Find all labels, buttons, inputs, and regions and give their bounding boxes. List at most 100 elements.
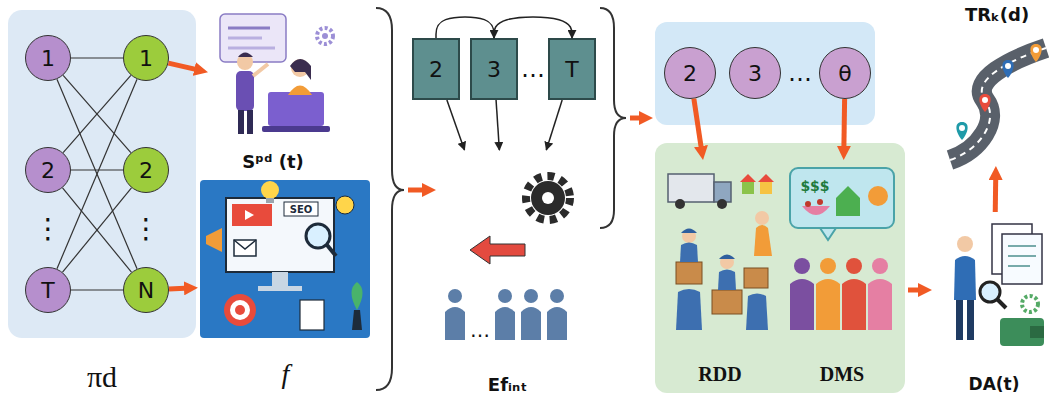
meeting-illustration	[228, 37, 262, 40]
analysis-illustration	[1022, 296, 1038, 312]
node-label: θ	[838, 61, 851, 86]
meeting-illustration	[228, 47, 275, 50]
analysis-node: DA(t)	[935, 212, 1053, 394]
computer-illustration	[224, 294, 256, 326]
meeting-illustration	[247, 110, 253, 134]
ellipsis: …	[521, 55, 545, 83]
delivery-illustration	[680, 243, 698, 263]
node-label: 2	[41, 158, 55, 183]
node-label: 2	[683, 61, 697, 86]
efficiency-illustration	[521, 307, 541, 340]
decision-illustration	[842, 279, 866, 330]
efficiency-illustration	[526, 176, 570, 220]
computer-illustration	[200, 180, 370, 338]
analysis-illustration	[967, 300, 974, 340]
computer-illustration	[235, 305, 245, 315]
computer-illustration	[234, 240, 256, 256]
computer-illustration	[226, 198, 334, 272]
money-sign: $$$	[800, 178, 829, 194]
node-label: TRₖ(d)	[965, 4, 1029, 25]
delivery-illustration	[740, 174, 756, 182]
node-label: 3	[487, 57, 501, 82]
delivery-illustration	[668, 174, 714, 202]
meeting-illustration	[238, 110, 244, 134]
route-illustration	[1033, 47, 1039, 53]
efficiency-illustration	[448, 289, 462, 303]
brace	[376, 8, 404, 390]
route-illustration	[1030, 44, 1041, 62]
computer-illustration	[336, 196, 354, 214]
efficiency-illustration	[445, 307, 465, 340]
computer-illustration	[258, 286, 302, 291]
node-label: πd	[87, 360, 117, 394]
output-neuron: 1	[123, 35, 169, 81]
efficiency-node: Efᵢₙₜ	[440, 150, 575, 395]
node-label: N	[138, 278, 154, 303]
computer-illustration	[284, 202, 318, 216]
node-label: 2	[139, 158, 153, 183]
step-box: 3	[470, 38, 518, 100]
step-box: T	[548, 38, 596, 100]
node-label: Efᵢₙₜ	[488, 374, 527, 395]
route-illustration	[1030, 44, 1041, 62]
ellipsis: …	[470, 318, 490, 342]
state-circle: θ	[819, 47, 871, 99]
connector	[447, 100, 465, 150]
node-label: 3	[748, 61, 762, 86]
decision-illustration	[790, 279, 814, 330]
route-illustration	[959, 125, 965, 131]
computer-illustration	[206, 228, 222, 252]
computer-illustration	[230, 300, 250, 320]
computer-illustration	[306, 224, 330, 248]
computer-illustration	[352, 282, 363, 310]
delivery-illustration	[682, 229, 696, 243]
meeting-illustration	[236, 71, 254, 111]
node-label: 1	[41, 46, 55, 71]
decision-illustration	[816, 279, 840, 330]
meeting-node: Sᵖᵈ (t)	[208, 2, 338, 172]
decision-illustration	[846, 258, 862, 274]
delivery-illustration	[718, 270, 736, 291]
flow-arrow	[908, 288, 924, 293]
connector	[436, 17, 494, 38]
decision-illustration	[820, 228, 836, 240]
computer-illustration	[261, 181, 279, 199]
meeting-illustration	[288, 86, 312, 96]
analysis-illustration	[1008, 265, 1030, 267]
analysis-illustration	[954, 256, 976, 300]
decision-illustration	[872, 258, 888, 274]
flow-arrow	[630, 116, 645, 121]
node-label: DMS	[820, 363, 864, 386]
connector	[494, 17, 572, 38]
ellipsis: …	[788, 59, 812, 87]
meeting-illustration	[228, 27, 270, 30]
route-illustration	[950, 48, 1046, 160]
node-label: T	[41, 278, 54, 303]
delivery-illustration	[742, 182, 754, 194]
computer-illustration	[245, 210, 254, 220]
connector	[546, 100, 562, 150]
computer-illustration	[234, 240, 256, 249]
meeting-illustration	[262, 126, 330, 132]
computer-illustration	[232, 204, 272, 226]
delivery-illustration	[754, 225, 772, 256]
delivery-illustration	[719, 255, 735, 260]
ellipsis: ⋮	[132, 212, 160, 245]
efficiency-illustration	[470, 236, 525, 264]
computer-illustration	[272, 272, 288, 286]
decision-illustration	[794, 258, 810, 274]
analysis-illustration	[954, 224, 1044, 346]
efficiency-illustration	[445, 176, 570, 340]
efficiency-illustration	[542, 192, 554, 204]
input-neuron: T	[25, 267, 71, 313]
delivery-illustration	[714, 182, 731, 202]
efficiency-illustration	[524, 289, 538, 303]
screen-text: SEO	[290, 204, 313, 215]
delivery-node: RDD	[664, 160, 776, 386]
decision-illustration	[790, 168, 894, 228]
analysis-illustration	[1008, 245, 1036, 247]
meeting-illustration	[322, 33, 328, 39]
computer-illustration	[200, 180, 370, 338]
delivery-illustration	[760, 182, 772, 194]
efficiency-illustration	[495, 307, 515, 340]
